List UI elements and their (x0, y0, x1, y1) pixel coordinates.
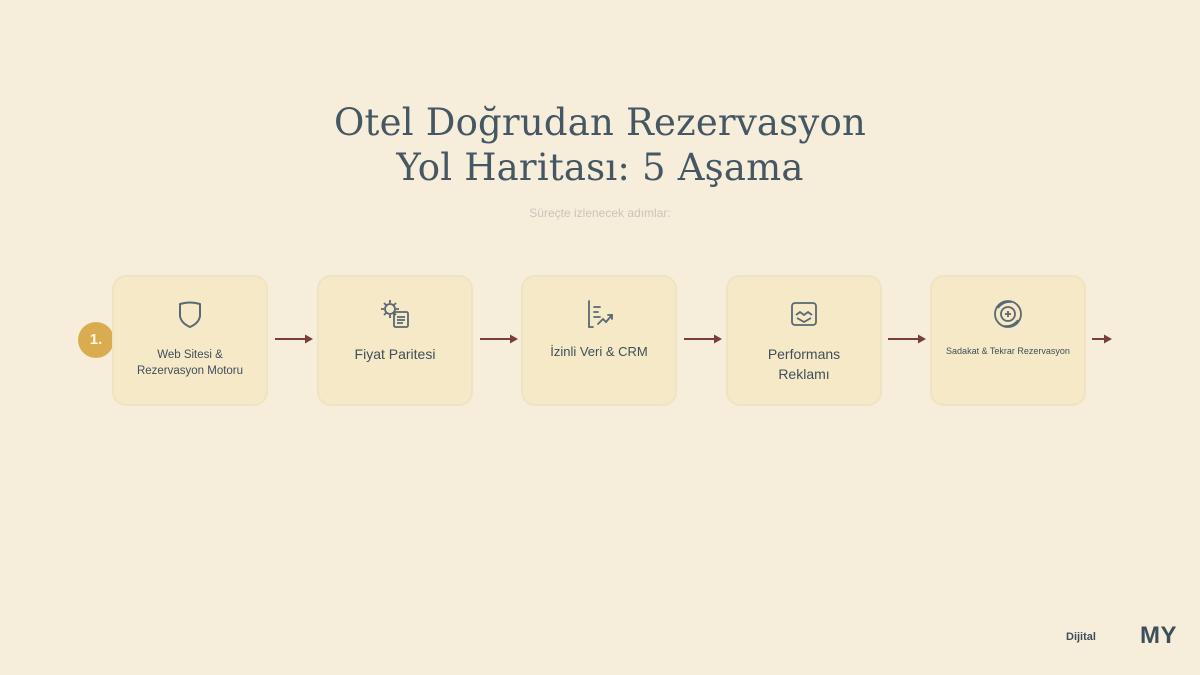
shield-icon (172, 296, 208, 332)
data-chart-icon (581, 296, 617, 332)
step-number-badge: 1. (78, 322, 114, 358)
step-label-3: İzinli Veri & CRM (550, 344, 648, 359)
title-line-1: Otel Doğrudan Rezervasyon (334, 101, 866, 144)
step-card-5[interactable]: Sadakat & Tekrar Rezervasyon (930, 275, 1086, 406)
step-label-2: Fiyat Paritesi (354, 346, 436, 362)
step-label-1: Web Sitesi & Rezervasyon Motoru (136, 349, 244, 377)
flow-arrow-2 (479, 333, 519, 345)
step-label-4: Performans Reklamı (767, 346, 841, 382)
step-card-2[interactable]: Fiyat Paritesi (317, 275, 473, 406)
flow-arrow-4 (887, 333, 927, 345)
step-card-3[interactable]: İzinli Veri & CRM (521, 275, 677, 406)
title-line-2: Yol Haritası: 5 Aşama (396, 146, 804, 189)
step-label-5: Sadakat & Tekrar Rezervasyon (946, 346, 1070, 356)
step-card-1[interactable]: Web Sitesi & Rezervasyon Motoru (112, 275, 268, 406)
gear-document-icon (377, 296, 413, 332)
step-card-4[interactable]: Performans Reklamı (726, 275, 882, 406)
flow-arrow-5 (1091, 333, 1113, 345)
brand-name: Dijital (1066, 631, 1096, 643)
flow-arrow-3 (683, 333, 723, 345)
loyalty-cycle-icon (990, 296, 1026, 332)
brand-logo: MY (1140, 622, 1177, 649)
handshake-screen-icon (786, 296, 822, 332)
subtitle: Süreçte izlenecek adımlar: (529, 206, 671, 220)
page-title: Otel Doğrudan Rezervasyon Yol Haritası: … (0, 100, 1200, 190)
flow-arrow-1 (274, 333, 314, 345)
